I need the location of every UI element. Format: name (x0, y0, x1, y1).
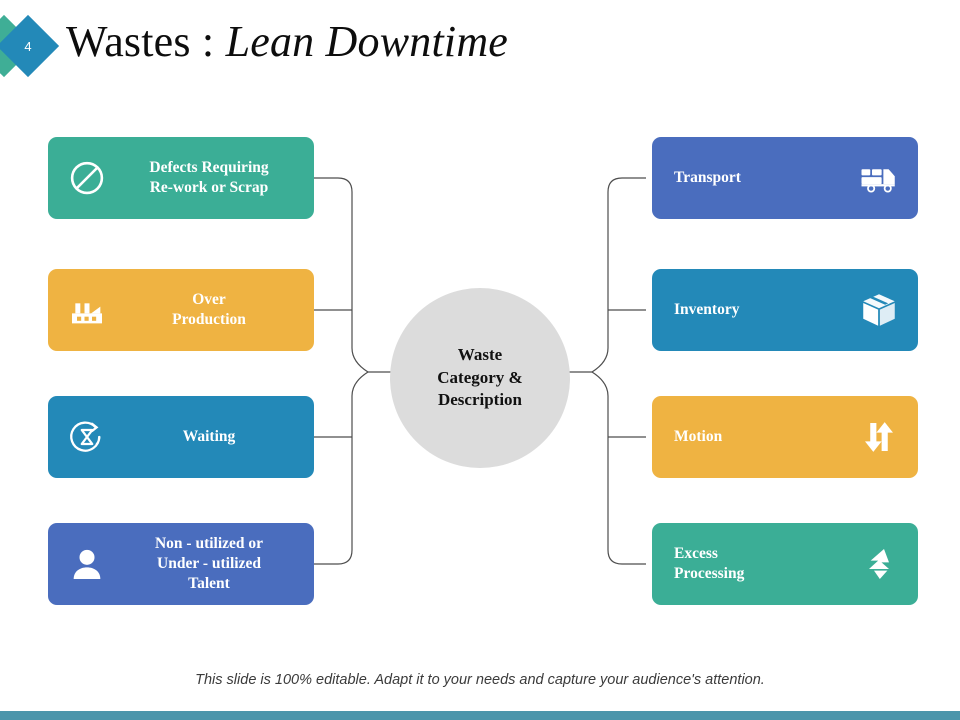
lightning-icon (856, 541, 902, 587)
slide-number-label: 4 (24, 38, 32, 54)
box-icon (856, 287, 902, 333)
factory-icon (64, 287, 110, 333)
center-hub-label: Waste Category & Description (437, 344, 523, 410)
waste-card-label: Inventory (674, 301, 740, 319)
slide-number-badge: 4 (0, 14, 72, 80)
waste-card-inventory[interactable]: Inventory (652, 269, 918, 351)
bottom-accent-bar (0, 711, 960, 720)
waste-card-label: Defects Requiring Re-work or Scrap (149, 159, 269, 196)
truck-icon (856, 155, 902, 201)
person-icon (64, 541, 110, 587)
waste-card-defects[interactable]: Defects Requiring Re-work or Scrap (48, 137, 314, 219)
waste-card-label: Excess Processing (674, 545, 745, 582)
waste-card-label: Non - utilized or Under - utilized Talen… (154, 535, 264, 592)
waste-card-talent[interactable]: Non - utilized or Under - utilized Talen… (48, 523, 314, 605)
waste-card-label: Transport (674, 169, 741, 187)
waste-card-label: Waiting (182, 428, 236, 446)
up-down-arrows-icon (856, 414, 902, 460)
waste-card-over-production[interactable]: Over Production (48, 269, 314, 351)
waste-card-transport[interactable]: Transport (652, 137, 918, 219)
waste-card-label: Over Production (172, 291, 246, 328)
center-hub: Waste Category & Description (390, 288, 570, 468)
waste-card-motion[interactable]: Motion (652, 396, 918, 478)
footer-note: This slide is 100% editable. Adapt it to… (195, 672, 765, 688)
waste-card-waiting[interactable]: Waiting (48, 396, 314, 478)
waste-card-label: Motion (674, 428, 723, 446)
page-title-emphasis: Lean Downtime (225, 17, 509, 66)
page-title: Wastes : Lean Downtime (66, 16, 508, 67)
waste-card-excess-processing[interactable]: Excess Processing (652, 523, 918, 605)
no-entry-icon (64, 155, 110, 201)
page-title-plain: Wastes : (66, 17, 226, 66)
hourglass-refresh-icon (64, 414, 110, 460)
